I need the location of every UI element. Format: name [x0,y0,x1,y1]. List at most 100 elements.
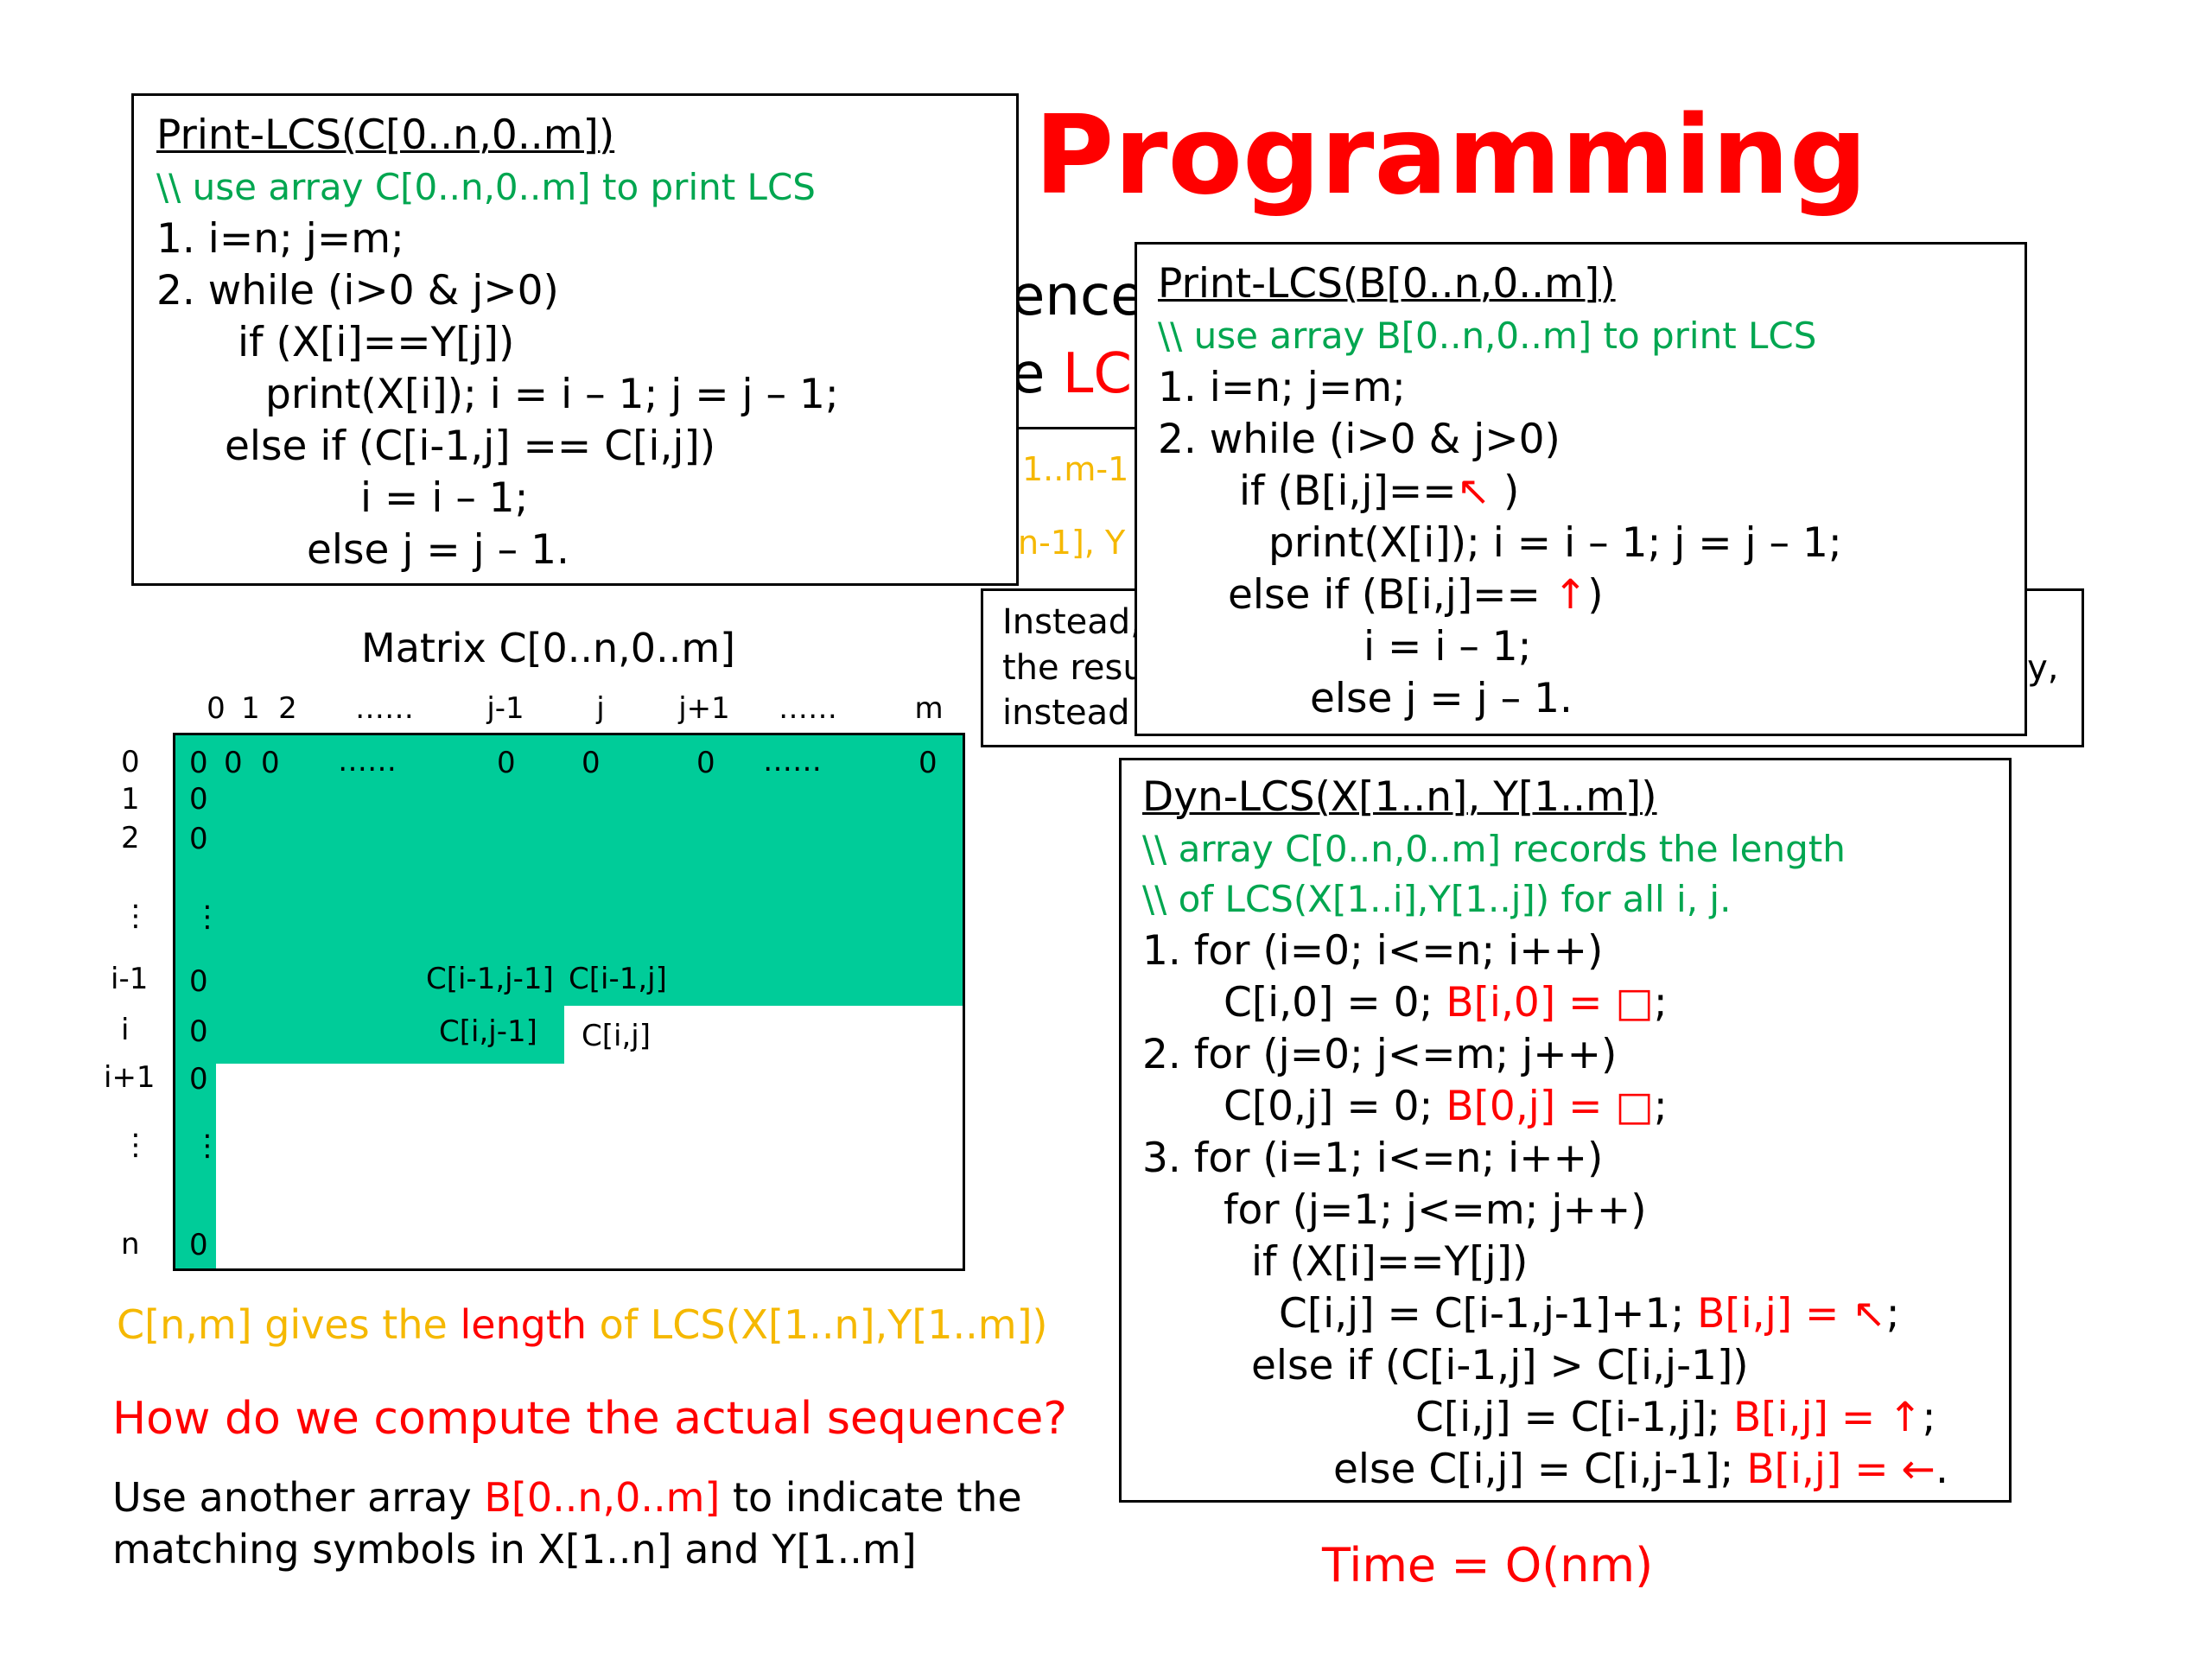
slide-title: Programming [1034,92,1868,219]
print-lcs-c-line-6: i = i – 1; [360,474,529,522]
matrix-row-header: 0 [121,745,140,779]
matrix-cell-c-i-1-j-1: C[i-1,j-1] [426,962,554,996]
matrix-cell: ⋮ [193,1128,222,1163]
matrix-col-header: j+1 [678,691,730,726]
matrix-cell-c-i-j-1: C[i,j-1] [439,1014,537,1049]
dyn-lcs-line-5: 3. for (i=1; i<=n; i++) [1142,1135,1604,1182]
fragment-divider [1016,427,1146,429]
matrix-filled-top [175,735,963,1006]
matrix-cell: 0 [189,1062,208,1096]
fragment-ence: ence [1011,264,1145,328]
matrix-col-header: 2 [278,691,297,726]
matrix-cell: 0 [189,746,208,780]
print-lcs-b-line-5-post: ) [1587,571,1604,619]
matrix-cell: 0 [189,822,208,856]
matrix-cell: 0 [582,746,601,780]
print-lcs-c-box: Print-LCS(C[0..n,0..m]) \\ use array C[0… [131,93,1019,586]
dyn-lcs-line-2-post: ; [1653,979,1668,1027]
time-complexity: Time = O(nm) [1322,1538,1654,1592]
dyn-lcs-comment-2: \\ of LCS(X[1..i],Y[1..j]) for all i, j. [1142,878,1732,920]
matrix-row-header: i-1 [111,962,149,996]
length-caption-part-1: C[n,m] gives the [117,1301,461,1348]
print-lcs-b-line-5-pre: else if (B[i,j]== [1228,571,1554,619]
fragment-m-1: 1..m-1 [1022,450,1129,488]
print-lcs-b-line-7: else j = j – 1. [1310,675,1573,722]
matrix-filled-col-0 [175,1064,216,1268]
matrix-cell: 0 [696,746,715,780]
print-lcs-c-line-3: if (X[i]==Y[j]) [238,319,515,366]
print-lcs-b-line-1: 1. i=n; j=m; [1158,364,1406,411]
dyn-lcs-line-4-pre: C[0,j] = 0; [1224,1083,1446,1130]
matrix-cell: …… [763,744,822,779]
dyn-lcs-line-10: C[i,j] = C[i-1,j]; B[i,j] = ↑; [1415,1394,1936,1442]
print-lcs-b-header: Print-LCS(B[0..n,0..m]) [1158,260,1616,308]
print-lcs-b-line-6: i = i – 1; [1363,623,1532,671]
dyn-lcs-line-7: if (X[i]==Y[j]) [1251,1238,1529,1286]
matrix-cell: ⋮ [193,899,222,934]
matrix-cell: 0 [497,746,516,780]
dyn-lcs-line-6: for (j=1; j<=m; j++) [1224,1186,1647,1234]
dyn-lcs-line-11-pre: else C[i,j] = C[i,j-1]; [1333,1446,1747,1493]
answer-line-1: Use another array B[0..n,0..m] to indica… [112,1473,1022,1522]
print-lcs-c-comment: \\ use array C[0..n,0..m] to print LCS [156,166,816,208]
dyn-lcs-line-9: else if (C[i-1,j] > C[i,j-1]) [1251,1342,1749,1389]
print-lcs-b-box: Print-LCS(B[0..n,0..m]) \\ use array B[0… [1135,242,2027,736]
matrix-cell: 0 [189,1014,208,1049]
matrix-col-header: j-1 [486,691,524,726]
matrix-row-header: 1 [121,782,140,817]
matrix-row-header: ⋮ [121,899,150,933]
answer-line-1-post: to indicate the [720,1474,1022,1521]
matrix-row-header: i [121,1013,130,1047]
instead-line2: the resu [1002,648,1145,688]
print-lcs-b-line-3-pre: if (B[i,j]== [1239,467,1457,515]
dyn-lcs-line-11-red: B[i,j] = ← [1746,1446,1936,1493]
matrix-cell: 0 [918,746,938,780]
matrix-cell: …… [338,744,397,779]
dyn-lcs-box: Dyn-LCS(X[1..n], Y[1..m]) \\ array C[0..… [1119,758,2012,1503]
matrix-cell: 0 [189,1228,208,1262]
dyn-lcs-header: Dyn-LCS(X[1..n], Y[1..m]) [1142,773,1657,821]
answer-line-1-red: B[0..n,0..m] [484,1474,721,1521]
print-lcs-b-line-3-post: ) [1491,467,1520,515]
matrix-title: Matrix C[0..n,0..m] [361,625,736,671]
matrix-cell: 0 [224,746,243,780]
matrix-row-header: n [121,1227,140,1262]
dyn-lcs-line-4: C[0,j] = 0; B[0,j] = □; [1224,1083,1668,1131]
length-caption-part-2: length [460,1301,588,1348]
matrix-grid: 0 0 0 …… 0 0 0 …… 0 0 0 ⋮ 0 0 0 ⋮ 0 C[i-… [173,733,965,1271]
matrix-cell-c-i-j: C[i,j] [582,1019,651,1053]
matrix-cell: 0 [189,964,208,999]
dyn-lcs-line-2-pre: C[i,0] = 0; [1224,979,1446,1027]
instead-line1: Instead, [1002,602,1141,642]
print-lcs-c-line-4: print(X[i]); i = i – 1; j = j – 1; [265,371,839,418]
dyn-lcs-comment-1: \\ array C[0..n,0..m] records the length [1142,828,1846,870]
fragment-lcs: e LC [1011,344,1132,404]
matrix-cell: 0 [261,746,280,780]
answer-line-1-pre: Use another array [112,1474,485,1521]
dyn-lcs-line-4-post: ; [1653,1083,1668,1130]
dyn-lcs-line-8-post: ; [1885,1290,1900,1338]
print-lcs-c-line-7: else j = j – 1. [307,526,569,574]
instead-line3: instead [1002,693,1130,733]
print-lcs-c-line-5: else if (C[i-1,j] == C[i,j]) [225,423,716,470]
length-caption-part-3: of LCS(X[1..n],Y[1..m]) [587,1301,1048,1348]
matrix-filled-row-i [175,1006,564,1064]
print-lcs-b-comment: \\ use array B[0..n,0..m] to print LCS [1158,315,1817,357]
dyn-lcs-line-8: C[i,j] = C[i-1,j-1]+1; B[i,j] = ↖; [1279,1290,1900,1338]
matrix-col-header: 1 [241,691,260,726]
dyn-lcs-line-4-red: B[0,j] = □ [1446,1083,1654,1130]
dyn-lcs-line-11: else C[i,j] = C[i,j-1]; B[i,j] = ←. [1333,1446,1948,1494]
fragment-n-1: n-1], Y [1018,524,1126,562]
matrix-row-header: 2 [121,821,140,855]
print-lcs-c-line-2: 2. while (i>0 & j>0) [156,267,559,315]
matrix-col-header: 0 [207,691,226,726]
print-lcs-b-line-2: 2. while (i>0 & j>0) [1158,416,1560,463]
matrix-col-header: …… [779,691,837,726]
print-lcs-b-line-4: print(X[i]); i = i – 1; j = j – 1; [1268,519,1842,567]
dyn-lcs-line-8-pre: C[i,j] = C[i-1,j-1]+1; [1279,1290,1698,1338]
matrix-col-header: …… [355,691,414,726]
dyn-lcs-line-2: C[i,0] = 0; B[i,0] = □; [1224,979,1668,1027]
print-lcs-b-line-5: else if (B[i,j]== ↑) [1228,571,1604,620]
dyn-lcs-line-2-red: B[i,0] = □ [1446,979,1654,1027]
matrix-row-header: ⋮ [121,1128,150,1162]
